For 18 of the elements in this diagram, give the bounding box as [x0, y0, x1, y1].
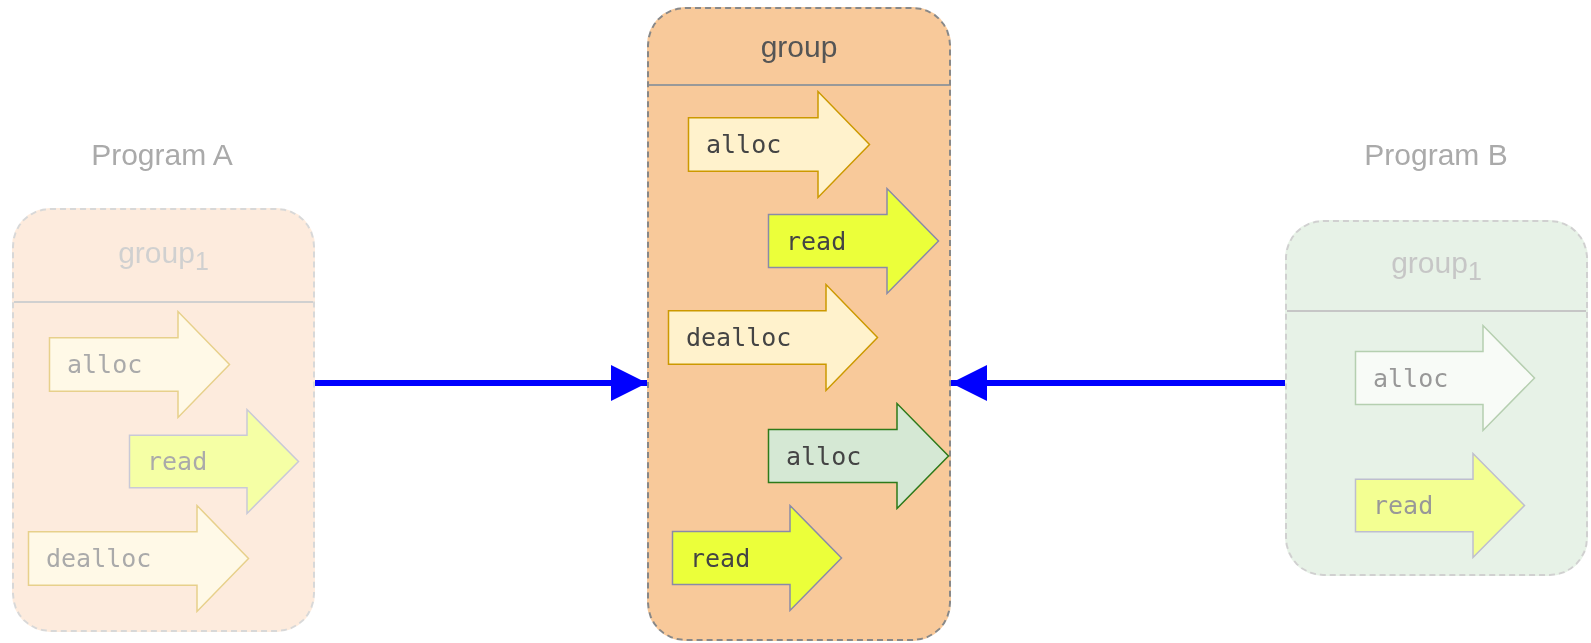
program-title: Program B — [1364, 138, 1508, 172]
operation-label: alloc — [786, 440, 862, 473]
group-box — [647, 7, 951, 641]
operation-label: dealloc — [46, 543, 152, 575]
operation-label: alloc — [1373, 362, 1449, 395]
operation-label: read — [786, 225, 847, 258]
operation-label: read — [1373, 490, 1434, 522]
operation-label: read — [690, 542, 751, 575]
arrow — [315, 365, 647, 401]
operation-label: dealloc — [686, 322, 792, 354]
operation-label: alloc — [67, 349, 143, 381]
operation-label: alloc — [706, 129, 782, 161]
arrow — [951, 365, 1285, 401]
group-title: group — [760, 29, 838, 64]
program-title: Program A — [91, 138, 233, 172]
group-box — [12, 208, 315, 632]
operation-label: read — [147, 446, 208, 478]
group-box — [1285, 220, 1588, 576]
